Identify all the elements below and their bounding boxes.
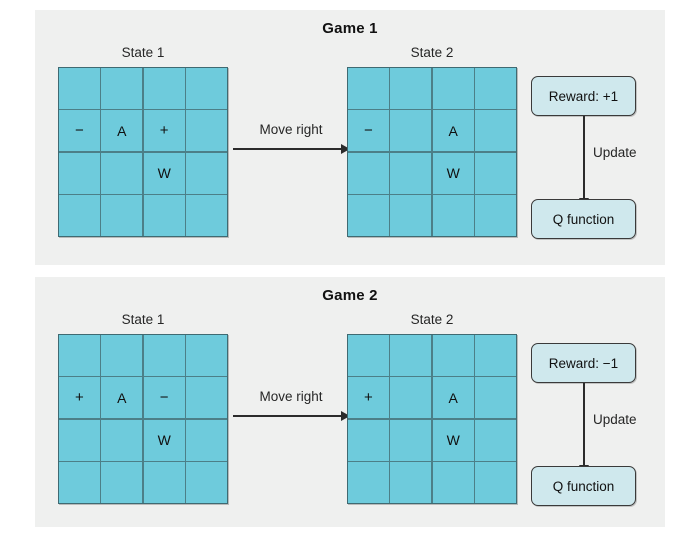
grid-cell: A (101, 377, 143, 419)
grid-cell (390, 68, 432, 109)
grid-cell (348, 68, 389, 109)
grid-cell (475, 68, 516, 109)
game-1-state-2-label: State 2 (410, 45, 454, 60)
game-1-move-right-arrow: Move right (233, 122, 350, 156)
game-1-reward-box: Reward: +1 (531, 76, 636, 116)
game-panel-2: Game 2 State 1 State 2 + A − W Move righ… (35, 277, 665, 527)
game-2-update-arrow (579, 383, 588, 474)
grid-cell (143, 462, 185, 503)
grid-cell (186, 462, 227, 503)
grid-cell (186, 110, 227, 152)
grid-cell (186, 377, 227, 419)
grid-cell (348, 462, 389, 503)
grid-cell (390, 335, 432, 376)
grid-cell (186, 335, 227, 376)
grid-cell (59, 335, 100, 376)
game-2-state-1-grid: + A − W (58, 334, 228, 504)
grid-cell: + (348, 377, 389, 419)
game-panel-1: Game 1 State 1 State 2 − A + W Move righ… (35, 10, 665, 265)
game-1-state-1-grid: − A + W (58, 67, 228, 237)
grid-cell (348, 419, 389, 461)
grid-cell: A (101, 110, 143, 152)
grid-cell: − (59, 110, 100, 152)
grid-cell (101, 419, 143, 461)
grid-cell (186, 419, 227, 461)
grid-cell (390, 195, 432, 236)
game-2-title: Game 2 (322, 287, 378, 304)
grid-cell (186, 195, 227, 236)
game-2-q-function-box: Q function (531, 466, 636, 506)
game-2-update-label: Update (593, 412, 637, 427)
game-1-action-label: Move right (259, 122, 323, 137)
grid-cell: W (432, 152, 474, 194)
game-2-reward-box: Reward: −1 (531, 343, 636, 383)
game-1-q-function-box: Q function (531, 199, 636, 239)
grid-cell (475, 419, 516, 461)
grid-cell: + (143, 110, 185, 152)
grid-cell (432, 335, 474, 376)
grid-cell (432, 195, 474, 236)
grid-cell (101, 335, 143, 376)
grid-cell (348, 195, 389, 236)
game-1-update-label: Update (593, 145, 637, 160)
grid-cell: − (348, 110, 389, 152)
grid-cell (59, 195, 100, 236)
grid-cell (59, 462, 100, 503)
grid-cell: W (143, 419, 185, 461)
grid-cell (390, 419, 432, 461)
grid-cell (59, 68, 100, 109)
game-2-state-1-label: State 1 (121, 312, 165, 327)
game-1-update-arrow (579, 116, 588, 207)
grid-cell: A (432, 377, 474, 419)
grid-cell (186, 68, 227, 109)
game-2-state-2-label: State 2 (410, 312, 454, 327)
game-2-move-right-arrow: Move right (233, 389, 350, 423)
grid-cell (475, 152, 516, 194)
grid-cell (475, 195, 516, 236)
grid-cell (475, 335, 516, 376)
grid-cell (101, 462, 143, 503)
grid-cell (101, 195, 143, 236)
grid-cell (143, 335, 185, 376)
grid-cell (475, 462, 516, 503)
grid-cell (101, 152, 143, 194)
grid-cell (59, 152, 100, 194)
grid-cell (390, 110, 432, 152)
grid-cell (348, 152, 389, 194)
grid-cell (475, 110, 516, 152)
grid-cell (348, 335, 389, 376)
grid-cell (432, 462, 474, 503)
game-2-state-2-grid: + A W (347, 334, 517, 504)
game-1-state-1-label: State 1 (121, 45, 165, 60)
grid-cell: A (432, 110, 474, 152)
game-1-title: Game 1 (322, 20, 378, 37)
grid-cell: W (432, 419, 474, 461)
grid-cell (101, 68, 143, 109)
grid-cell (59, 419, 100, 461)
grid-cell (390, 152, 432, 194)
grid-cell (390, 377, 432, 419)
grid-cell: − (143, 377, 185, 419)
grid-cell: + (59, 377, 100, 419)
arrow-right-icon (233, 145, 350, 153)
grid-cell (432, 68, 474, 109)
grid-cell (143, 195, 185, 236)
grid-cell (475, 377, 516, 419)
grid-cell (186, 152, 227, 194)
game-2-action-label: Move right (259, 389, 323, 404)
grid-cell (390, 462, 432, 503)
grid-cell (143, 68, 185, 109)
arrow-right-icon (233, 412, 350, 420)
grid-cell: W (143, 152, 185, 194)
game-1-state-2-grid: − A W (347, 67, 517, 237)
